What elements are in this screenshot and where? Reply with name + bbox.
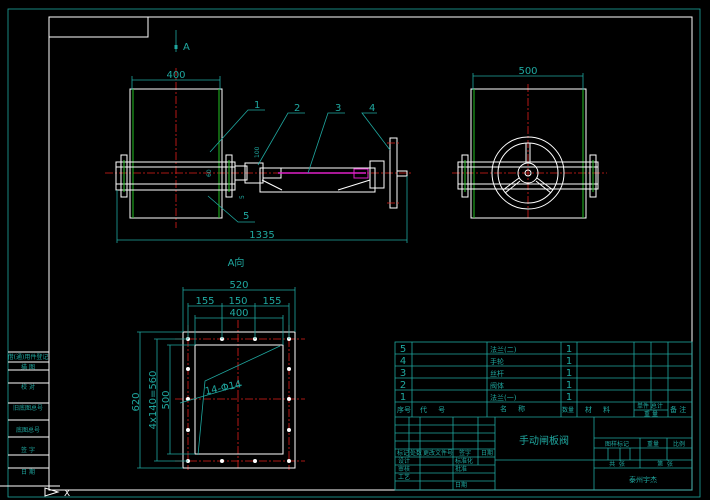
part-name: 阀体 [490,381,504,390]
dim-500: 500 [518,66,537,77]
part-qty: 1 [566,392,572,403]
part-no: 3 [400,368,406,379]
dim-150: 150 [228,296,247,307]
strip-label: 校 对 [21,383,35,391]
header-qty: 数量 [562,406,574,414]
strip-label: 借(通)用件登记 [8,353,49,361]
part-qty: 1 [566,356,572,367]
header-no: 序号 [397,405,411,414]
tb-label-design: 设计 [398,457,410,465]
tb-label-sign: 签字 [459,449,471,457]
dim-620: 620 [131,392,142,411]
part-no: 1 [400,392,406,403]
part-qty: 1 [566,368,572,379]
tb-label-check: 审核 [398,465,410,473]
tb-label-approve: 批准 [455,465,467,473]
dim-155-left: 155 [195,296,214,307]
a-view: A向 520 155 150 155 400 620 4x140=560 500 [131,256,305,470]
header-weight-single: 单件 总计 [637,402,663,410]
title-block: 5 法兰(二) 1 4 手轮 1 3 丝杆 1 2 阀体 1 1 法兰(一) 1… [394,341,693,491]
tb-label-date: 日期 [481,449,493,457]
dim-5: 5 [239,195,246,199]
part-name: 手轮 [490,357,504,366]
outer-border [7,8,701,498]
tb-weight-label: 重量 [647,440,659,448]
part-name: 丝杆 [490,369,504,378]
ucs-icon: X [0,485,70,499]
balloon-4: 4 [369,103,375,114]
tb-label-date2: 日期 [455,481,467,489]
front-view: 400 1335 100 60 5 1 2 3 4 5 [105,68,412,243]
strip-label: 日 期 [21,468,35,476]
view-arrow-a: A [174,30,190,53]
header-material: 材 料 [585,405,610,414]
header-weight: 重 量 [644,410,658,418]
header-code: 代 号 [420,405,445,414]
dim-400: 400 [166,70,185,81]
part-qty: 1 [566,344,572,355]
side-strip: 借(通)用件登记 描 图 校 对 旧底图总号 底图总号 签 字 日 期 [8,351,49,476]
strip-label: 旧底图总号 [13,404,43,412]
balloon-2: 2 [294,103,300,114]
side-view: 500 [452,66,607,220]
dim-520: 520 [229,280,248,291]
tb-label-count: 处数 [410,449,422,457]
tb-label-process: 工艺 [398,473,410,481]
dim-1335: 1335 [249,230,274,241]
inner-frame [48,16,693,491]
part-no: 4 [400,356,406,367]
tb-sheet-total: 共 张 [609,460,625,468]
balloon-3: 3 [335,103,341,114]
part-qty: 1 [566,380,572,391]
dim-60: 60 [206,169,213,177]
dim-155-right: 155 [262,296,281,307]
header-remark: 备 注 [670,405,686,414]
company-name: 泰州宇杰 [629,475,657,484]
tb-label-standard: 标准化 [455,457,473,465]
balloon-5: 5 [243,211,249,222]
dim-400-a: 400 [229,308,248,319]
dim-100: 100 [254,146,261,158]
header-name: 名 称 [500,404,525,413]
strip-label: 底图总号 [16,426,40,434]
tb-sheet-no: 第 张 [657,460,673,468]
tb-label-change: 更改文件号 [423,449,453,457]
balloon-1: 1 [254,100,260,111]
view-a-label: A向 [228,256,245,269]
holes-note: 14-Φ14 [204,379,242,397]
parts-list: 5 法兰(二) 1 4 手轮 1 3 丝杆 1 2 阀体 1 1 法兰(一) 1… [397,344,686,418]
view-arrow-label: A [183,42,190,53]
part-name: 法兰(一) [490,393,517,402]
part-no: 2 [400,380,406,391]
ucs-x-label: X [64,489,70,499]
dim-500-a: 500 [161,390,172,409]
tb-label-mark: 标记 [397,449,409,457]
strip-label: 签 字 [21,446,35,454]
tb-stage-label: 图样标记 [605,440,629,448]
strip-label: 描 图 [21,363,35,371]
dim-4x140: 4x140=560 [148,371,159,430]
tb-scale-label: 比例 [673,440,685,448]
drawing-title: 手动闸板阀 [519,434,569,447]
corner-box [48,16,149,38]
part-no: 5 [400,344,406,355]
part-name: 法兰(二) [490,345,517,354]
